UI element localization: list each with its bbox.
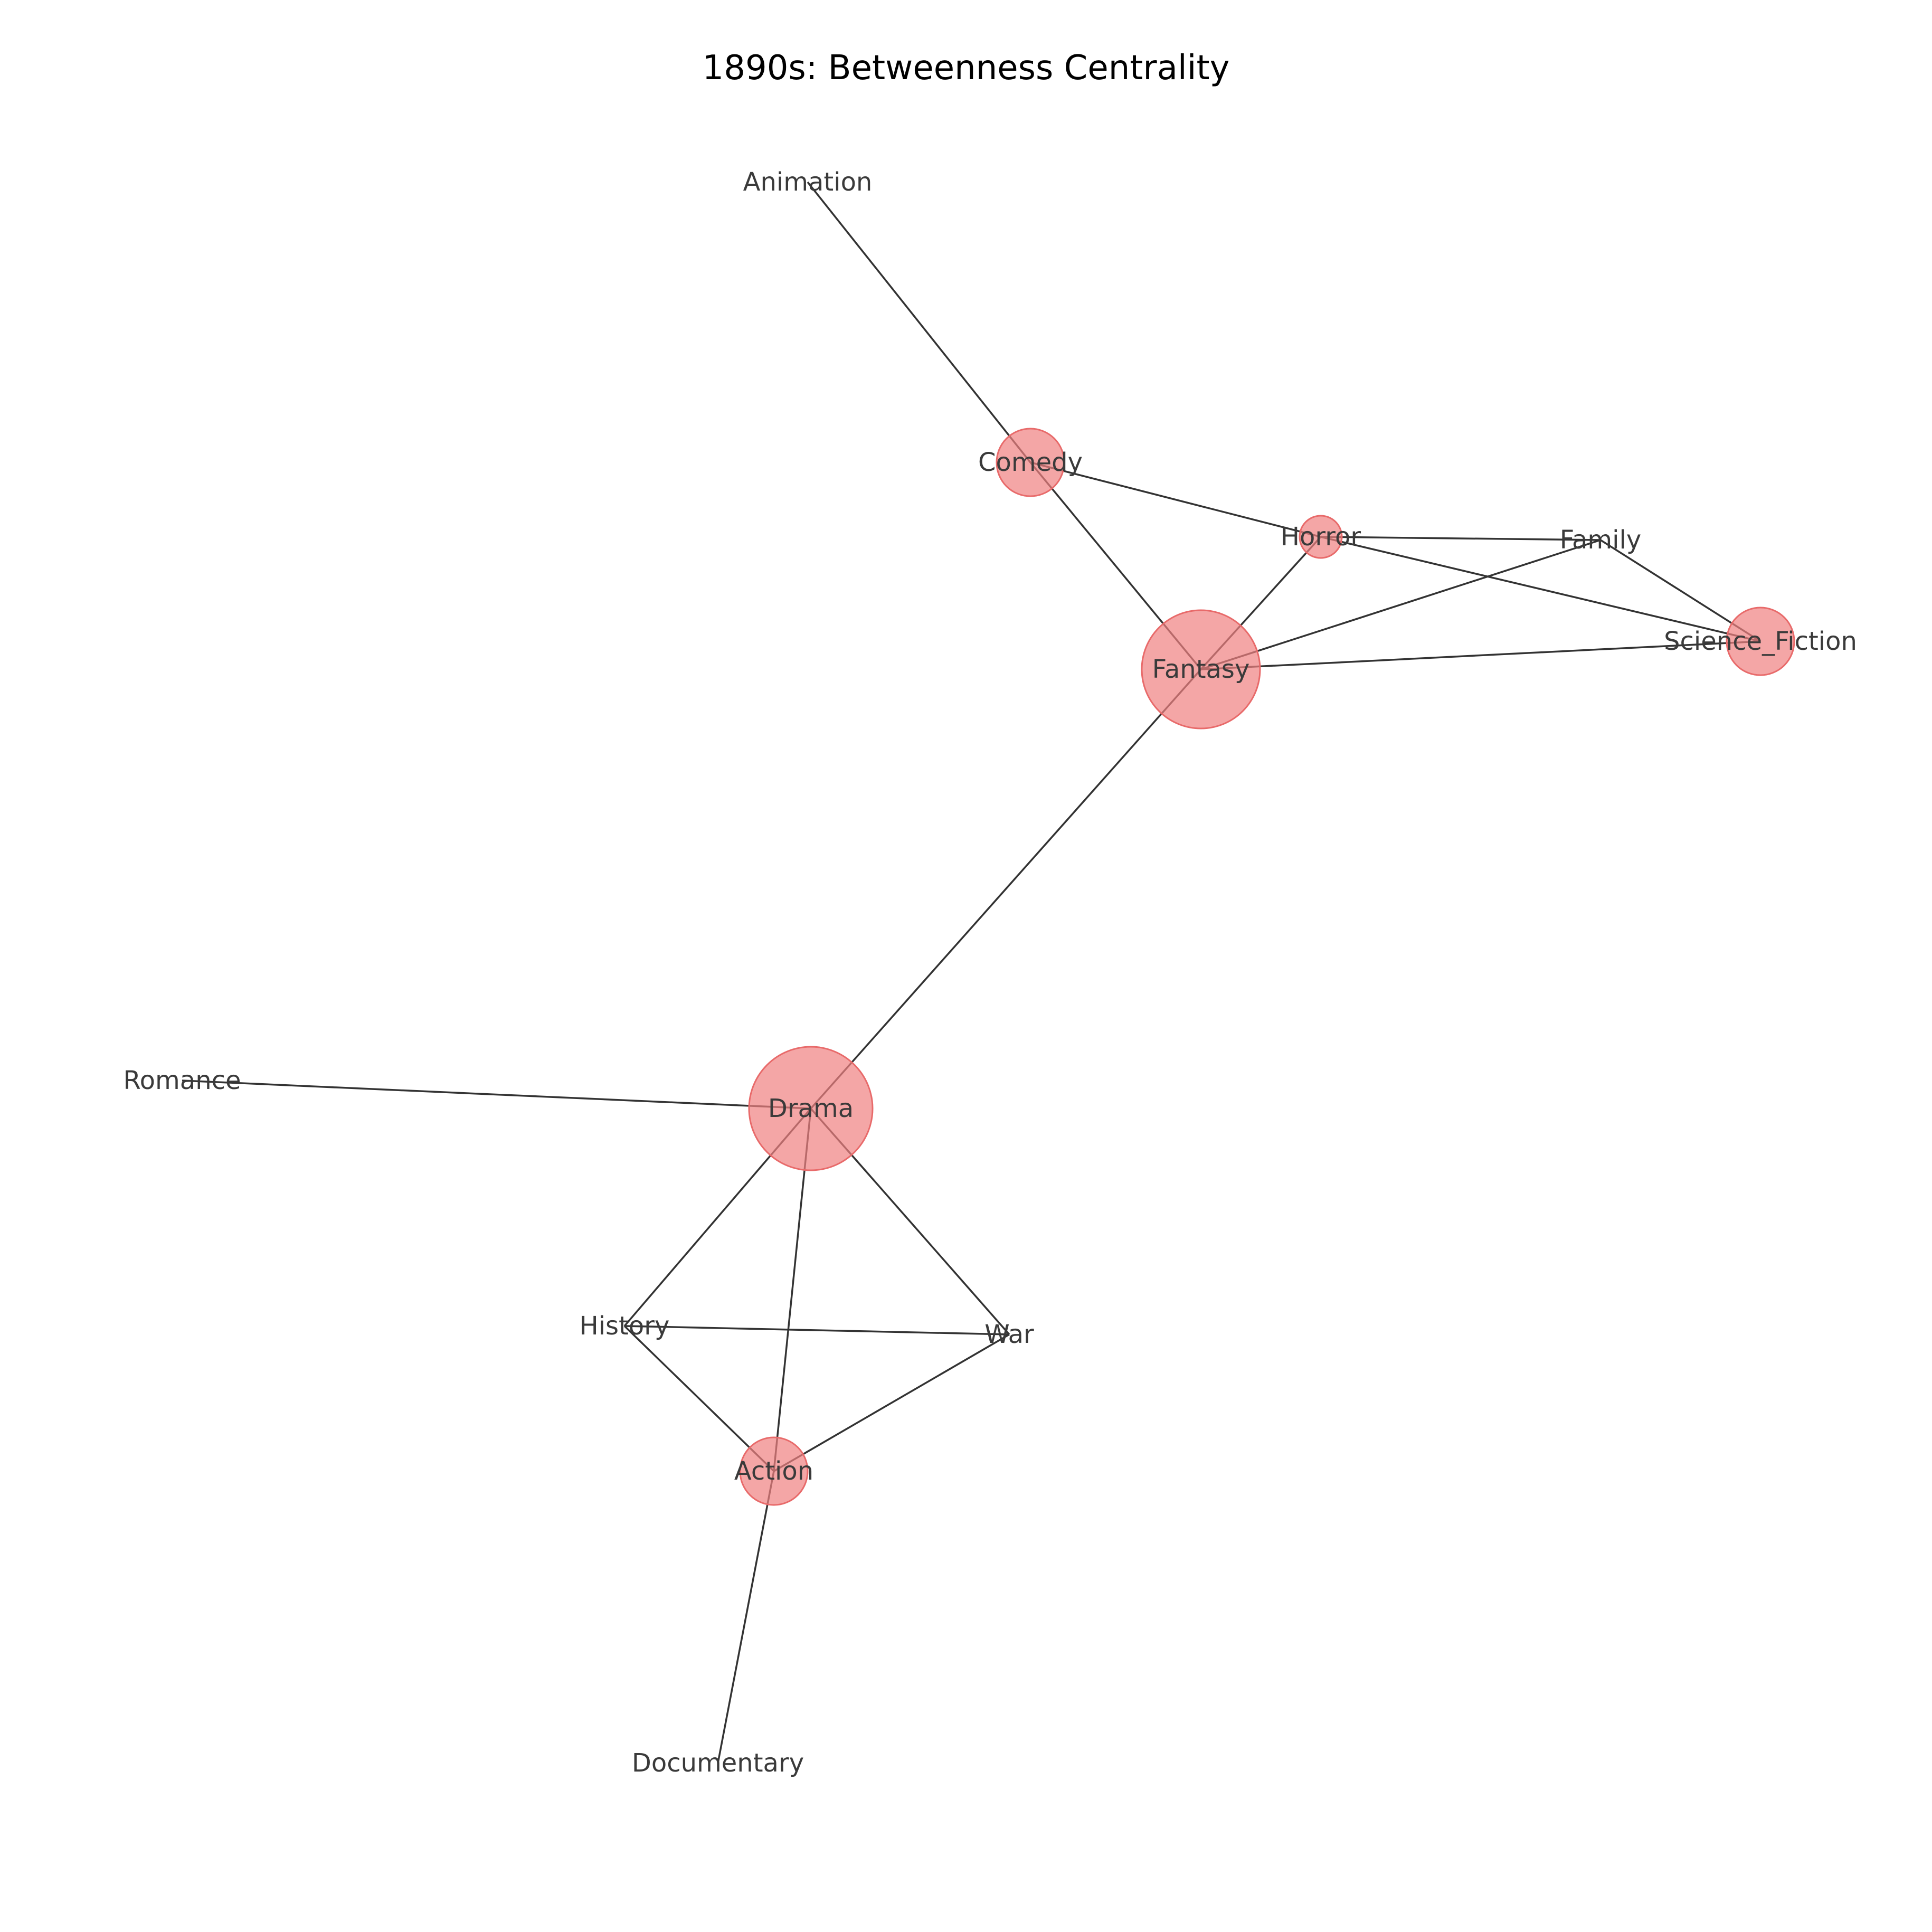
node-label-science-fiction: Science_Fiction: [1664, 627, 1857, 656]
edge-fantasy-science-fiction: [1200, 640, 1761, 670]
edge-romance-drama: [182, 1079, 811, 1110]
node-label-documentary: Documentary: [632, 1748, 804, 1778]
edge-war-action: [773, 1333, 1010, 1472]
node-label-history: History: [580, 1311, 670, 1341]
node-label-comedy: Comedy: [978, 448, 1083, 477]
node-drama: [748, 1046, 874, 1171]
node-label-action: Action: [734, 1456, 813, 1486]
node-label-horror: Horror: [1281, 522, 1361, 552]
diagram-title: 1890s: Betweenness Centrality: [703, 49, 1230, 88]
node-action: [739, 1436, 809, 1506]
edge-animation-comedy: [807, 181, 1031, 463]
edge-family-fantasy: [1200, 539, 1601, 670]
edge-action-documentary: [717, 1471, 775, 1764]
node-horror: [1299, 515, 1343, 559]
node-label-fantasy: Fantasy: [1152, 655, 1250, 684]
node-label-family: Family: [1560, 525, 1641, 555]
node-science-fiction: [1726, 607, 1795, 676]
edge-comedy-horror: [1030, 461, 1321, 538]
node-label-animation: Animation: [743, 167, 873, 197]
edge-fantasy-drama: [810, 668, 1202, 1110]
edge-horror-family: [1320, 536, 1601, 541]
node-label-romance: Romance: [123, 1066, 241, 1095]
edge-history-war: [624, 1325, 1010, 1336]
nodes-layer: [739, 428, 1795, 1506]
node-fantasy: [1141, 609, 1261, 730]
edge-history-action: [623, 1325, 775, 1472]
node-label-drama: Drama: [768, 1094, 854, 1123]
node-label-war: War: [984, 1320, 1034, 1349]
edge-horror-science-fiction: [1320, 536, 1761, 642]
node-comedy: [996, 428, 1065, 497]
